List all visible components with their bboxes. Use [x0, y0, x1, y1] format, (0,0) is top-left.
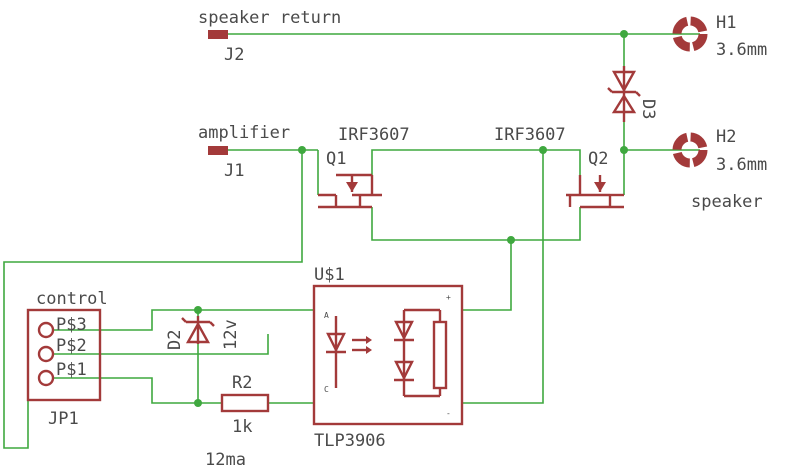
- label-control: control: [36, 289, 108, 309]
- label-q1: Q1: [326, 149, 346, 169]
- wires: [3, 33, 700, 449]
- resistor-r2: [220, 393, 270, 413]
- label-pin-minus: -: [446, 409, 451, 418]
- label-h2: H2: [716, 127, 736, 147]
- label-d2: D2: [165, 330, 185, 350]
- connector-j2: [208, 30, 228, 39]
- label-jp1: JP1: [48, 409, 79, 429]
- label-u1: U$1: [314, 265, 345, 285]
- junctions: [194, 30, 628, 407]
- header-jp1: [26, 308, 102, 402]
- pin-p3-icon: [37, 321, 55, 339]
- label-h1: H1: [716, 13, 736, 33]
- label-d3: D3: [638, 99, 658, 119]
- junction-speaker: [620, 146, 628, 154]
- label-d2-value: 12v: [221, 319, 241, 350]
- wire-gate-to-minus: [462, 150, 544, 404]
- wire-source-to-plus: [462, 240, 512, 311]
- wire-q1-source: [371, 207, 581, 241]
- wire-p1: [52, 377, 222, 404]
- mounting-hole-h2: [672, 132, 708, 168]
- label-q1-part: IRF3607: [338, 125, 410, 145]
- wire-p2: [52, 334, 269, 355]
- junction-source: [507, 236, 515, 244]
- mosfet-q1: [318, 173, 382, 209]
- pin-p2-icon: [37, 345, 55, 363]
- wire-amp-to-jp1: [3, 150, 303, 449]
- label-pin-a: A: [324, 311, 329, 320]
- diode-d3: [607, 66, 641, 122]
- label-j1: J1: [224, 161, 244, 181]
- label-pin-plus: +: [446, 293, 451, 302]
- label-p2: P$2: [56, 336, 87, 356]
- wire-q1-gate: [371, 149, 543, 175]
- junction-amplifier: [298, 146, 306, 154]
- label-current: 12ma: [205, 450, 246, 470]
- label-j2: J2: [224, 45, 244, 65]
- label-h1-size: 3.6mm: [716, 40, 767, 60]
- label-speaker: speaker: [691, 192, 763, 212]
- junction-gate: [539, 146, 547, 154]
- label-p3: P$3: [56, 315, 87, 335]
- junction-d2-top: [194, 306, 202, 314]
- label-q2-part: IRF3607: [494, 125, 566, 145]
- label-r2-value: 1k: [232, 417, 252, 437]
- wire-q2-gate: [543, 149, 581, 175]
- junction-return: [620, 30, 628, 38]
- label-p1: P$1: [56, 360, 87, 380]
- optocoupler-u1: [312, 284, 464, 426]
- mosfet-q2: [566, 175, 624, 209]
- connector-j1: [208, 146, 228, 155]
- mounting-hole-h1: [672, 16, 708, 52]
- labels: speaker return J2 H1 3.6mm D3 amplifier …: [36, 8, 767, 470]
- label-h2-size: 3.6mm: [716, 155, 767, 175]
- label-pin-c: C: [324, 385, 329, 394]
- junction-d2-bottom: [194, 399, 202, 407]
- pin-p1-icon: [37, 369, 55, 387]
- label-r2: R2: [232, 373, 252, 393]
- label-speaker-return: speaker return: [198, 8, 341, 28]
- label-q2: Q2: [588, 149, 608, 169]
- label-u1-part: TLP3906: [314, 431, 386, 451]
- wire-p3: [52, 309, 314, 331]
- label-amplifier: amplifier: [198, 123, 290, 143]
- zener-d2: [181, 316, 215, 344]
